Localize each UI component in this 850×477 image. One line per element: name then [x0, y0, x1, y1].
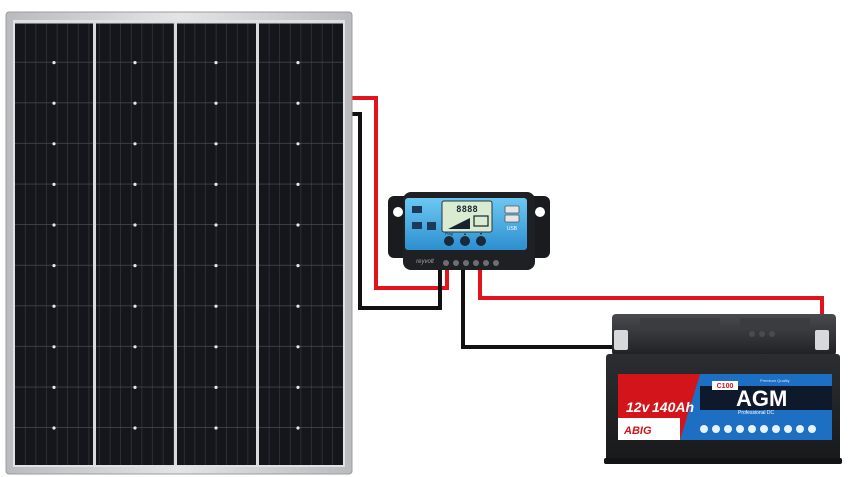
panel-negative-wire	[343, 112, 442, 310]
panel-cell-dot	[133, 142, 137, 146]
panel-cell-dot	[214, 61, 218, 65]
panel-cell-dot	[296, 304, 300, 308]
panel-cell-dot	[133, 345, 137, 349]
usb-port-2[interactable]	[504, 214, 520, 223]
battery-negative-wire	[461, 270, 620, 349]
battery-vent-2	[759, 331, 765, 337]
prog-button-label: Prog	[445, 232, 452, 236]
panel-cell-dot	[52, 304, 56, 308]
controller-buttons: Prog ▲ ▼	[444, 232, 486, 246]
panel-cell-dot	[214, 304, 218, 308]
panel-cell-dot	[296, 142, 300, 146]
battery-chemistry: AGM	[736, 386, 787, 411]
panel-cell-dot	[133, 264, 137, 268]
battery-rating: C100	[717, 383, 734, 390]
panel-cell-dot	[214, 101, 218, 105]
panel-cell-dot	[214, 142, 218, 146]
solar-panel	[5, 11, 353, 475]
controller-lcd	[441, 200, 493, 233]
panel-cell-dot	[214, 345, 218, 349]
controller-terminals	[443, 260, 499, 266]
negative-terminal[interactable]	[614, 330, 628, 350]
panel-cell-dot	[52, 385, 56, 389]
panel-cell-dot	[52, 61, 56, 65]
panel-cell-dot	[52, 101, 56, 105]
up-button-label: ▲	[463, 232, 466, 236]
panel-cell-dot	[133, 426, 137, 430]
panel-cell-dot	[133, 304, 137, 308]
panel-cell-corners	[52, 61, 300, 430]
solar-icon	[412, 206, 422, 213]
wiring	[343, 96, 824, 349]
controller-lcd-digits: 8888	[456, 205, 478, 215]
panel-cell-dot	[214, 426, 218, 430]
prog-button[interactable]	[444, 236, 454, 246]
panel-cell-dot	[133, 385, 137, 389]
panel-cell-dot	[52, 426, 56, 430]
panel-cell-dot	[52, 223, 56, 227]
panel-cells	[15, 22, 343, 465]
panel-cell-dot	[133, 223, 137, 227]
battery-vent-1	[749, 331, 755, 337]
battery-subtitle: Professional DC	[738, 410, 775, 416]
panel-cell-dot	[133, 61, 137, 65]
charge-controller: 8888 USB Prog ▲ ▼ reyvolt	[388, 192, 550, 270]
positive-terminal[interactable]	[815, 330, 829, 350]
down-button-label: ▼	[479, 232, 482, 236]
battery-tagline: Premium Quality	[760, 378, 790, 383]
down-button[interactable]	[476, 236, 486, 246]
battery-vent-3	[769, 331, 775, 337]
panel-cell-dot	[296, 264, 300, 268]
controller-brand: reyvolt	[416, 259, 434, 265]
usb-label: USB	[507, 226, 518, 232]
battery-icon	[412, 222, 422, 229]
panel-cell-dot	[52, 264, 56, 268]
panel-bus-lines	[15, 22, 343, 465]
panel-cell-dot	[296, 182, 300, 186]
panel-cell-dot	[296, 385, 300, 389]
panel-cell-dot	[296, 345, 300, 349]
panel-cell-dot	[52, 142, 56, 146]
battery-voltage: 12v	[626, 399, 651, 415]
panel-cell-dot	[214, 223, 218, 227]
usb-port-1[interactable]	[504, 205, 520, 214]
battery-capacity: 140Ah	[652, 399, 694, 415]
panel-cell-dot	[296, 101, 300, 105]
panel-cell-dot	[214, 264, 218, 268]
battery-feature-icons	[700, 425, 816, 433]
battery-brand: ABIG	[623, 425, 652, 437]
battery-rating-badge	[712, 381, 738, 390]
panel-cell-dot	[296, 223, 300, 227]
panel-cell-dot	[133, 101, 137, 105]
battery-base	[604, 458, 842, 464]
panel-cell-dot	[52, 182, 56, 186]
panel-cell-dot	[214, 385, 218, 389]
panel-cell-dot	[296, 426, 300, 430]
panel-cell-dot	[52, 345, 56, 349]
panel-cell-dot	[133, 182, 137, 186]
load-icon	[427, 222, 436, 230]
up-button[interactable]	[460, 236, 470, 246]
panel-positive-wire	[343, 96, 449, 290]
agm-battery: AGM Professional DC 12v 140Ah C100 Premi…	[604, 314, 842, 464]
lcd-battery-bars-icon	[448, 218, 470, 229]
panel-cell-dot	[214, 182, 218, 186]
panel-cell-dot	[296, 61, 300, 65]
